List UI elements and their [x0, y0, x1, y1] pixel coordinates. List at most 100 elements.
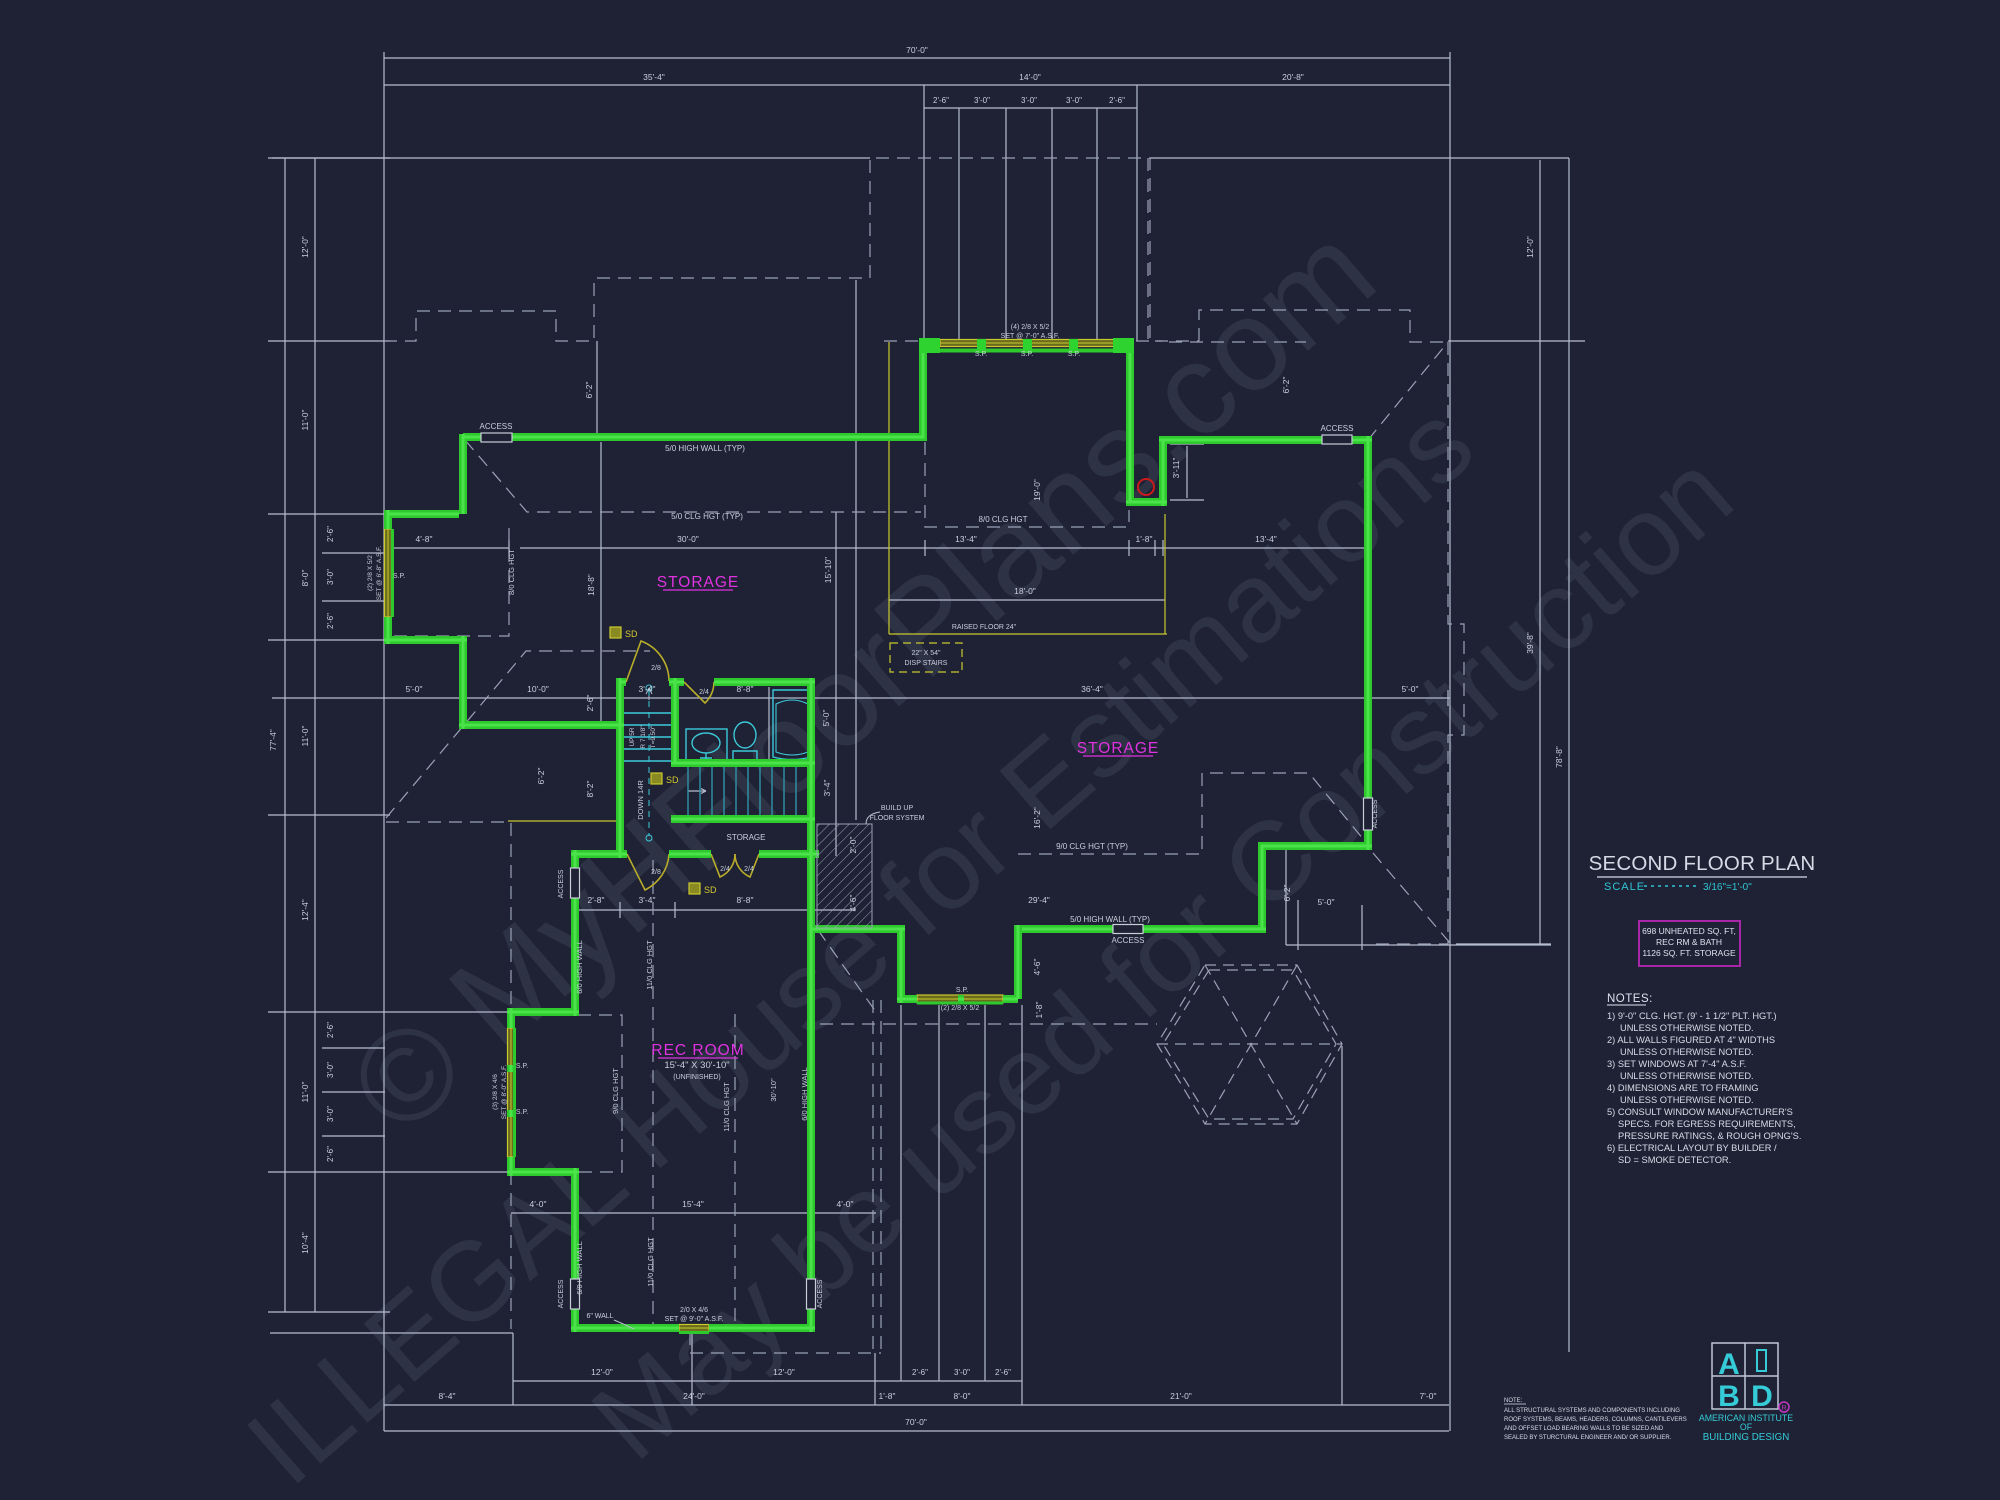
- svg-text:36'-4": 36'-4": [1081, 684, 1103, 694]
- svg-text:30'-0": 30'-0": [677, 534, 699, 544]
- svg-text:78'-8": 78'-8": [1554, 746, 1564, 768]
- svg-text:3/16"=1'-0": 3/16"=1'-0": [1703, 882, 1752, 893]
- svg-text:11/0 CLG HGT: 11/0 CLG HGT: [646, 1237, 655, 1287]
- svg-text:(3) 2/8 X 4/6: (3) 2/8 X 4/6: [492, 1074, 499, 1110]
- svg-text:18'-0": 18'-0": [1014, 586, 1036, 596]
- svg-text:4'-6": 4'-6": [848, 895, 858, 912]
- svg-text:19'-0": 19'-0": [1032, 479, 1042, 501]
- svg-text:OF: OF: [1740, 1422, 1753, 1432]
- svg-text:B: B: [1718, 1380, 1740, 1413]
- svg-text:PRESSURE RATINGS, & ROUGH OPNG: PRESSURE RATINGS, & ROUGH OPNG'S.: [1618, 1131, 1801, 1141]
- svg-text:70'-0": 70'-0": [905, 1417, 927, 1427]
- svg-text:8/0 CLG HGT: 8/0 CLG HGT: [507, 549, 516, 595]
- svg-text:3'-0": 3'-0": [326, 569, 335, 585]
- svg-text:5'-0": 5'-0": [821, 710, 831, 727]
- svg-text:AMERICAN INSTITUTE: AMERICAN INSTITUTE: [1699, 1413, 1793, 1423]
- svg-text:2'-6": 2'-6": [326, 1146, 335, 1162]
- svg-text:S.P.: S.P.: [975, 351, 987, 358]
- svg-text:(UNFINISHED): (UNFINISHED): [673, 1074, 720, 1081]
- svg-text:12'-4": 12'-4": [300, 899, 310, 921]
- svg-text:5/0 HIGH WALL (TYP): 5/0 HIGH WALL (TYP): [665, 444, 745, 453]
- svg-text:REC ROOM: REC ROOM: [651, 1042, 744, 1059]
- svg-text:R 7 1/8": R 7 1/8": [640, 725, 647, 749]
- svg-text:8/0 CLG HGT: 8/0 CLG HGT: [979, 515, 1028, 524]
- svg-text:UNLESS OTHERWISE NOTED.: UNLESS OTHERWISE NOTED.: [1620, 1047, 1754, 1057]
- svg-text:7'-0": 7'-0": [1420, 1391, 1437, 1401]
- svg-text:UNLESS OTHERWISE NOTED.: UNLESS OTHERWISE NOTED.: [1620, 1071, 1754, 1081]
- svg-text:11/0 CLG HGT: 11/0 CLG HGT: [722, 1082, 731, 1132]
- svg-text:T=9.50": T=9.50": [650, 725, 657, 748]
- svg-text:2/0 X 4/6: 2/0 X 4/6: [680, 1307, 708, 1314]
- svg-text:6'-2": 6'-2": [536, 768, 546, 785]
- svg-text:6'-2": 6'-2": [1282, 885, 1292, 902]
- svg-text:6" WALL: 6" WALL: [586, 1313, 613, 1320]
- svg-text:8'-0": 8'-0": [954, 1391, 971, 1401]
- svg-text:6/0 HIGH WALL: 6/0 HIGH WALL: [575, 940, 584, 994]
- svg-text:2'-0": 2'-0": [848, 837, 858, 854]
- svg-text:16'-2": 16'-2": [1032, 807, 1042, 829]
- svg-text:2'-6": 2'-6": [326, 613, 335, 629]
- svg-text:18'-8": 18'-8": [586, 574, 596, 596]
- svg-text:2'-6": 2'-6": [1109, 96, 1125, 105]
- svg-text:2) ALL WALLS FIGURED AT 4" WI: 2) ALL WALLS FIGURED AT 4" WIDTHS: [1607, 1035, 1775, 1045]
- svg-text:SET @ 6'-8" A.S.F.: SET @ 6'-8" A.S.F.: [376, 546, 383, 601]
- svg-text:SET @ 7'-0" A.S.F.: SET @ 7'-0" A.S.F.: [1001, 333, 1060, 340]
- svg-text:A: A: [1718, 1348, 1740, 1381]
- svg-text:2'-6": 2'-6": [933, 96, 949, 105]
- svg-text:RAISED FLOOR 24": RAISED FLOOR 24": [952, 624, 1017, 631]
- svg-text:3'-4": 3'-4": [822, 780, 832, 797]
- svg-text:1'-8": 1'-8": [1136, 534, 1153, 544]
- svg-text:15'-4": 15'-4": [682, 1199, 704, 1209]
- svg-text:5'-0": 5'-0": [406, 684, 423, 694]
- svg-text:3'-11": 3'-11": [1171, 457, 1181, 478]
- svg-text:6'-2": 6'-2": [584, 382, 594, 399]
- svg-text:ACCESS: ACCESS: [1372, 799, 1379, 828]
- svg-text:30'-10": 30'-10": [769, 1078, 778, 1102]
- svg-text:2'-6": 2'-6": [912, 1368, 928, 1377]
- svg-text:11'-0": 11'-0": [300, 1081, 310, 1102]
- svg-text:SET @ 9'-0" A.S.F.: SET @ 9'-0" A.S.F.: [665, 1316, 724, 1323]
- svg-text:FLOOR SYSTEM: FLOOR SYSTEM: [870, 815, 925, 822]
- svg-text:(4) 2/8 X 5/2: (4) 2/8 X 5/2: [1011, 324, 1050, 331]
- svg-text:5) CONSULT WINDOW MANUFACTURER: 5) CONSULT WINDOW MANUFACTURER'S: [1607, 1107, 1793, 1117]
- svg-text:1) 9'-0" CLG. HGT. (9' - 1 1/: 1) 9'-0" CLG. HGT. (9' - 1 1/2" PLT. HGT…: [1607, 1011, 1777, 1021]
- svg-text:12'-0": 12'-0": [300, 236, 310, 258]
- svg-text:2/4: 2/4: [744, 866, 754, 873]
- svg-text:4'-6": 4'-6": [1032, 959, 1042, 976]
- svg-text:2'-6": 2'-6": [326, 1022, 335, 1038]
- svg-text:5'-0": 5'-0": [1318, 897, 1335, 907]
- svg-text:3'-0": 3'-0": [326, 1062, 335, 1078]
- svg-text:ACCESS: ACCESS: [1112, 936, 1145, 945]
- svg-text:2/4: 2/4: [699, 689, 709, 696]
- svg-text:DISP STAIRS: DISP STAIRS: [905, 660, 948, 667]
- svg-text:1'-8": 1'-8": [879, 1391, 896, 1401]
- svg-text:S.P.: S.P.: [393, 573, 405, 580]
- svg-text:14'-0": 14'-0": [1019, 72, 1041, 82]
- svg-text:SD: SD: [625, 629, 638, 639]
- svg-text:BUILDING DESIGN: BUILDING DESIGN: [1703, 1432, 1790, 1443]
- svg-text:6'-2": 6'-2": [1281, 377, 1291, 394]
- svg-text:SPECS. FOR EGRESS REQUIREMENTS: SPECS. FOR EGRESS REQUIREMENTS,: [1618, 1119, 1796, 1129]
- svg-text:SEALED BY STURCTURAL ENGINEER: SEALED BY STURCTURAL ENGINEER AND/ OR SU…: [1504, 1435, 1672, 1441]
- svg-text:12'-0": 12'-0": [591, 1367, 613, 1377]
- svg-text:4'-8": 4'-8": [416, 534, 433, 544]
- svg-text:6) ELECTRICAL LAYOUT BY BUILDE: 6) ELECTRICAL LAYOUT BY BUILDER /: [1607, 1143, 1777, 1153]
- svg-text:2'-8": 2'-8": [588, 895, 605, 905]
- svg-text:5'-0": 5'-0": [1402, 684, 1419, 694]
- svg-text:NOTE:: NOTE:: [1504, 1398, 1523, 1404]
- svg-text:R: R: [1781, 1405, 1786, 1412]
- svg-text:REC RM & BATH: REC RM & BATH: [1656, 937, 1722, 947]
- svg-text:SET @ 8'-0" A.S.F.: SET @ 8'-0" A.S.F.: [501, 1065, 508, 1120]
- svg-text:3'-0": 3'-0": [1066, 96, 1082, 105]
- svg-text:39'-8": 39'-8": [1525, 632, 1535, 654]
- svg-text:3'-0": 3'-0": [974, 96, 990, 105]
- svg-text:3'-0": 3'-0": [954, 1368, 970, 1377]
- svg-text:SD: SD: [704, 885, 717, 895]
- svg-text:11/0 CLG HGT: 11/0 CLG HGT: [645, 940, 654, 990]
- svg-text:4) DIMENSIONS ARE TO FRAMING: 4) DIMENSIONS ARE TO FRAMING: [1607, 1083, 1759, 1093]
- svg-text:SECOND FLOOR PLAN: SECOND FLOOR PLAN: [1589, 852, 1816, 875]
- svg-text:DOWN 14R: DOWN 14R: [636, 780, 645, 820]
- svg-text:ACCESS: ACCESS: [480, 422, 513, 431]
- svg-text:2'-6": 2'-6": [995, 1368, 1011, 1377]
- svg-text:10'-4": 10'-4": [300, 1232, 310, 1254]
